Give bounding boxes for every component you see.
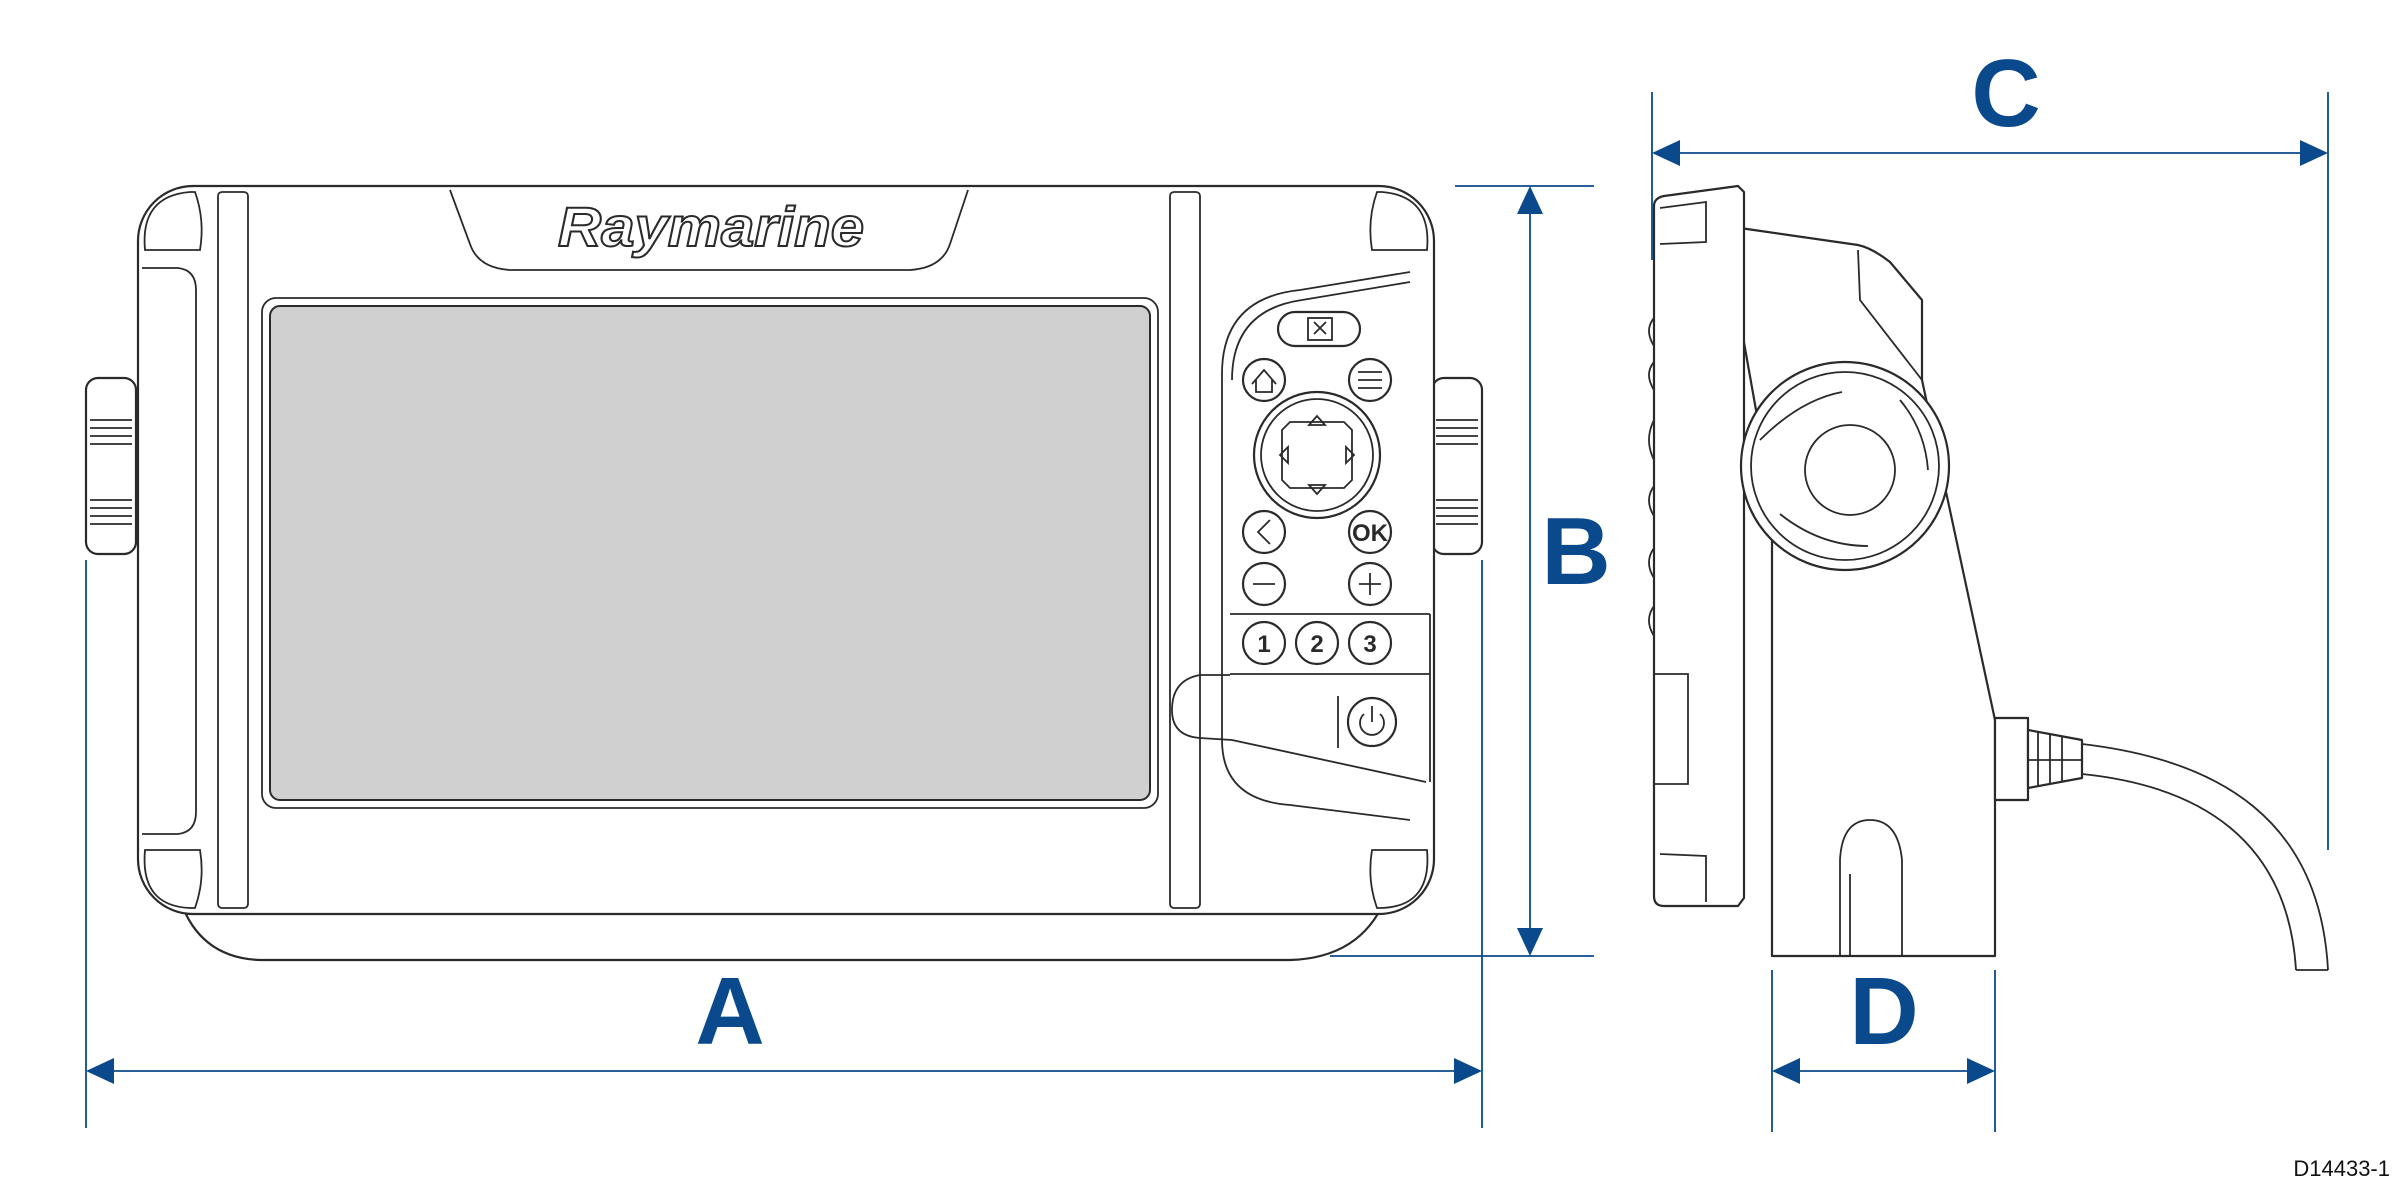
down-arrow-icon — [1306, 484, 1328, 496]
power-button[interactable] — [1346, 696, 1398, 748]
display-screen — [269, 305, 1151, 801]
brand-logo: Raymarine — [558, 195, 864, 258]
front-bezel — [1652, 184, 1746, 908]
arrow-head — [2300, 140, 2328, 166]
shortcut-3-label: 3 — [1363, 631, 1376, 658]
plus-icon — [1359, 573, 1381, 595]
dimension-label-a: A — [695, 958, 764, 1065]
right-mount-knob — [1430, 376, 1484, 556]
dimension-c: C — [1651, 40, 2329, 850]
keypad-panel — [1221, 271, 1411, 821]
dimension-label-c: C — [1971, 40, 2040, 147]
dimension-a: A — [85, 560, 1483, 1128]
shortcut-button-2[interactable]: 2 — [1294, 620, 1340, 666]
menu-button[interactable] — [1347, 357, 1393, 403]
zoom-in-button[interactable] — [1347, 561, 1393, 607]
shortcut-2-label: 2 — [1310, 631, 1323, 658]
waypoint-icon — [1307, 317, 1333, 341]
arrow-head — [1454, 1058, 1482, 1084]
right-arrow-icon — [1345, 444, 1356, 466]
left-arrow-icon — [1278, 444, 1289, 466]
shortcut-button-1[interactable]: 1 — [1241, 620, 1287, 666]
shortcut-1-label: 1 — [1257, 631, 1270, 658]
side-view — [1648, 184, 2329, 971]
figure-reference-code: D14433-1 — [2293, 1156, 2390, 1181]
back-button[interactable] — [1241, 509, 1287, 555]
dimension-d: D — [1771, 958, 1996, 1132]
dimension-label-b: B — [1541, 498, 1610, 605]
power-cable — [2081, 743, 2329, 971]
arrow-head — [1652, 140, 1680, 166]
ok-label: OK — [1352, 520, 1389, 547]
zoom-out-button[interactable] — [1241, 561, 1287, 607]
home-button[interactable] — [1241, 357, 1287, 403]
menu-icon — [1358, 371, 1382, 389]
up-arrow-icon — [1306, 414, 1328, 426]
dimension-b: B — [1330, 185, 1611, 957]
shortcut-button-3[interactable]: 3 — [1347, 620, 1393, 666]
base-slot — [1839, 819, 1903, 956]
screen-bezel — [261, 297, 1159, 809]
power-icon — [1359, 706, 1385, 736]
arrow-head — [86, 1058, 114, 1084]
left-mount-knob — [84, 376, 138, 556]
back-icon — [1256, 519, 1271, 545]
arrow-head — [1772, 1058, 1800, 1084]
dimension-label-d: D — [1849, 958, 1918, 1065]
home-icon — [1251, 368, 1277, 393]
cable-connector — [1993, 716, 2084, 802]
arrow-head — [1967, 1058, 1995, 1084]
ok-button[interactable]: OK — [1347, 509, 1393, 555]
logo-panel — [449, 189, 969, 271]
arrow-head — [1517, 928, 1543, 956]
bracket-knob[interactable] — [1739, 360, 1951, 572]
directional-pad[interactable] — [1252, 390, 1382, 520]
front-view: Raymarine — [84, 184, 1484, 962]
arrow-head — [1517, 186, 1543, 214]
rear-housing[interactable] — [1738, 226, 1997, 958]
